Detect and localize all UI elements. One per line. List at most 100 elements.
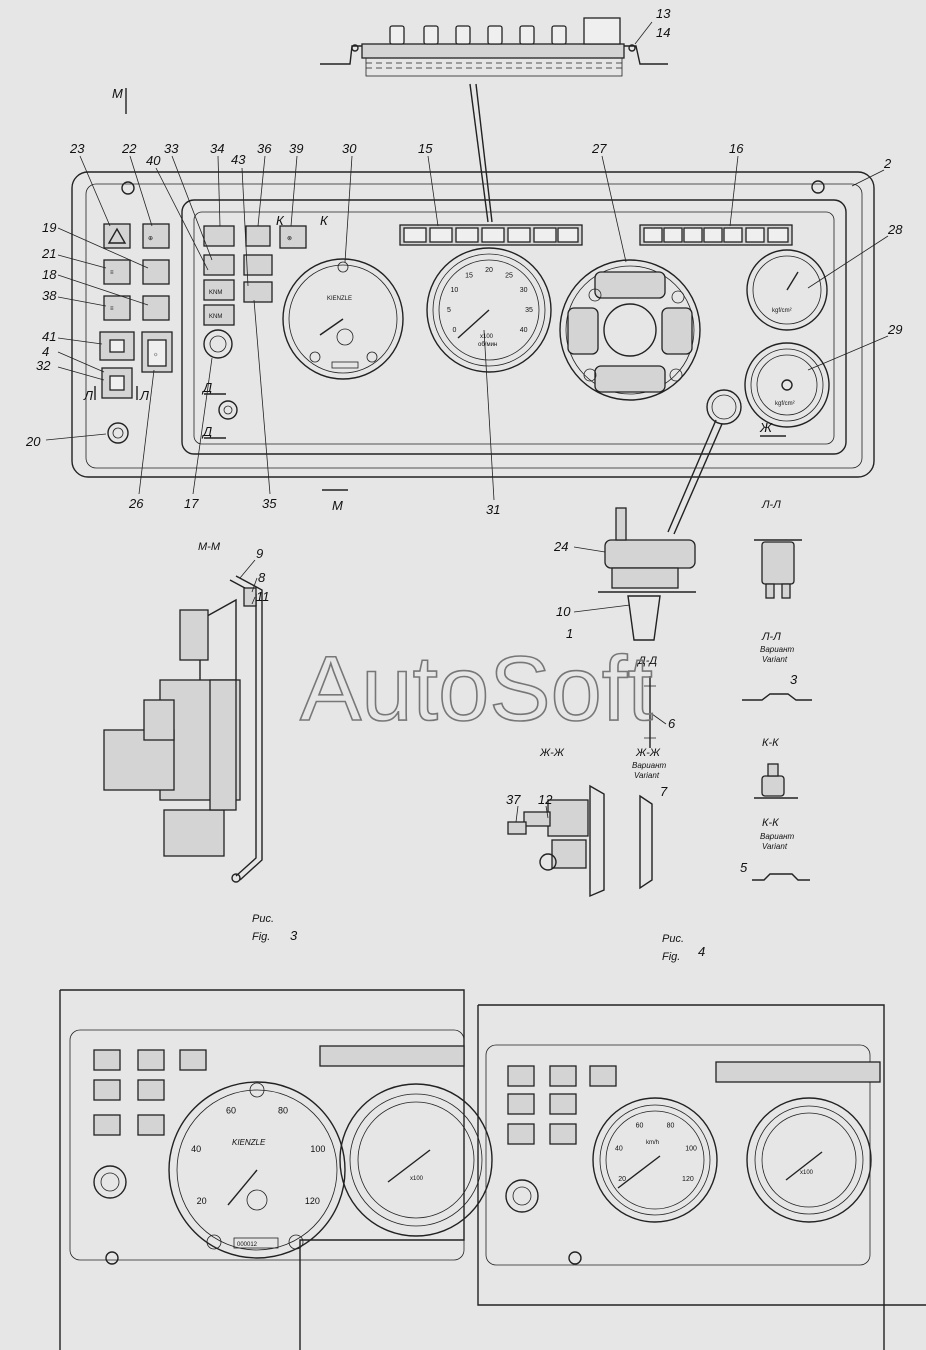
combined-gauge xyxy=(559,259,701,401)
callout-3: 3 xyxy=(790,672,798,687)
callout-6: 6 xyxy=(668,716,676,731)
callout-22: 22 xyxy=(121,141,137,156)
svg-text:KNM: KNM xyxy=(209,290,222,296)
svg-text:≡: ≡ xyxy=(110,306,114,312)
tachograph-tick-label: 100 xyxy=(310,1144,325,1154)
speedometer-tick-label: 100 xyxy=(685,1145,697,1152)
panel-top-view: 13 14 xyxy=(320,6,671,223)
svg-text:☼: ☼ xyxy=(153,352,159,358)
rpm-unit-label: x100 xyxy=(480,334,494,340)
callout-16: 16 xyxy=(729,141,744,156)
fig3-ru: Рис. xyxy=(252,913,274,925)
callout-27: 27 xyxy=(591,141,607,156)
callout-28: 28 xyxy=(887,222,903,237)
press-unit-lower: kgf/cm² xyxy=(775,401,795,407)
section-mark-l-left: Л xyxy=(83,388,93,403)
tachometer-tick-label: 35 xyxy=(525,307,533,314)
section-title-dd: Д-Д xyxy=(636,655,657,667)
section-mark-d-bottom: Д xyxy=(201,424,212,439)
odometer-readout: 000012 xyxy=(237,1242,258,1248)
section-mm-drawing: М-М 9 8 11 Рис. Fig. 3 xyxy=(103,541,298,943)
callout-34: 34 xyxy=(210,141,224,156)
callout-38: 38 xyxy=(42,288,57,303)
tachometer-tick-label: 40 xyxy=(520,327,528,334)
callout-35: 35 xyxy=(262,496,277,511)
tachograph-tick-label: 40 xyxy=(191,1144,201,1154)
section-title-kk: К-К xyxy=(762,737,779,749)
pressure-gauge-upper: kgf/cm² xyxy=(746,249,828,331)
fig4-en: Fig. xyxy=(662,951,680,963)
tachograph-tick-label: 20 xyxy=(197,1196,207,1206)
callout-31: 31 xyxy=(486,502,500,517)
watermark-text: AutoSoft xyxy=(300,638,653,740)
svg-text:≡: ≡ xyxy=(110,270,114,276)
callout-12: 12 xyxy=(538,792,553,807)
callout-7: 7 xyxy=(660,784,668,799)
tachometer-tick-label: 15 xyxy=(465,272,473,279)
rpm-sub-label: об/мин xyxy=(478,342,497,348)
rpm-unit-bottom-left: x100 xyxy=(410,1176,424,1182)
callout-24: 24 xyxy=(553,539,568,554)
main-panel-callouts: 2 15 16 27 30 34 36 39 43 33 40 22 23 19… xyxy=(25,141,903,517)
warning-lamp-strip-right xyxy=(639,224,793,246)
section-mark-m-top: М xyxy=(112,86,123,101)
fig4-ru: Рис. xyxy=(662,933,684,945)
round-indicator-lamp xyxy=(706,389,742,425)
variant-ru-3: Вариант xyxy=(760,832,795,841)
variant-en-3: Variant xyxy=(762,842,788,851)
callout-41: 41 xyxy=(42,329,56,344)
tachograph-tick-label: 60 xyxy=(226,1106,236,1116)
callout-11: 11 xyxy=(256,589,270,604)
callout-40: 40 xyxy=(146,153,161,168)
fig3-num: 3 xyxy=(290,928,298,943)
callout-10: 10 xyxy=(556,604,571,619)
tachometer-tick-label: 25 xyxy=(505,272,513,279)
center-switch-block: ⊗ KNM KNM xyxy=(203,225,307,420)
section-marks: Л Л Д Д К К Ж М xyxy=(83,213,786,513)
variant-en-2: Variant xyxy=(634,771,660,780)
callout-1: 1 xyxy=(566,626,573,641)
kienzle-label: KIENZLE xyxy=(327,296,352,302)
speedometer-tick-label: 80 xyxy=(667,1122,675,1129)
callout-32: 32 xyxy=(36,358,51,373)
speed-unit-label: km/h xyxy=(646,1140,659,1146)
fig3-en: Fig. xyxy=(252,931,270,943)
speedometer-tick-label: 120 xyxy=(682,1176,694,1183)
tachograph-tick-label: 120 xyxy=(305,1196,320,1206)
variant-ru-1: Вариант xyxy=(760,645,795,654)
callout-29: 29 xyxy=(887,322,902,337)
section-mark-k-left: К xyxy=(276,213,285,228)
main-instrument-panel: ☼ ⊕ ≡ ≡ ⊗ KNM KNM xyxy=(71,171,875,478)
section-mark-d-top: Д xyxy=(201,380,212,395)
callout-2: 2 xyxy=(883,156,892,171)
tachograph-tick-label: 80 xyxy=(278,1106,288,1116)
tachograph-gauge: KIENZLE xyxy=(282,258,404,380)
callout-43: 43 xyxy=(231,152,246,167)
speedometer-tick-label: 20 xyxy=(618,1176,626,1183)
section-title-ll-variant: Л-Л xyxy=(761,631,781,643)
svg-text:⊗: ⊗ xyxy=(287,236,292,242)
callout-23: 23 xyxy=(69,141,85,156)
section-mark-zh: Ж xyxy=(759,420,773,435)
pressure-gauge-lower: kgf/cm² xyxy=(744,342,830,428)
callout-9: 9 xyxy=(256,546,263,561)
section-mark-l-right: Л xyxy=(139,388,149,403)
section-title-ll: Л-Л xyxy=(761,499,781,511)
variant-en-1: Variant xyxy=(762,655,788,664)
tachometer-tick-label: 10 xyxy=(451,287,459,294)
kienzle-label-bottom: KIENZLE xyxy=(232,1138,266,1147)
tachograph-ticks-left: 20 40 60 80 100 120 xyxy=(191,1106,325,1207)
press-unit-upper: kgf/cm² xyxy=(772,308,792,314)
callout-36: 36 xyxy=(257,141,272,156)
callout-30: 30 xyxy=(342,141,357,156)
callout-37: 37 xyxy=(506,792,521,807)
speedometer-tick-label: 40 xyxy=(615,1145,623,1152)
tachometer-tick-label: 20 xyxy=(485,267,493,274)
section-title-zhzh-variant: Ж-Ж xyxy=(635,747,661,759)
rpm-unit-bottom-right: x100 xyxy=(800,1170,814,1176)
section-mark-k-right: К xyxy=(320,213,329,228)
